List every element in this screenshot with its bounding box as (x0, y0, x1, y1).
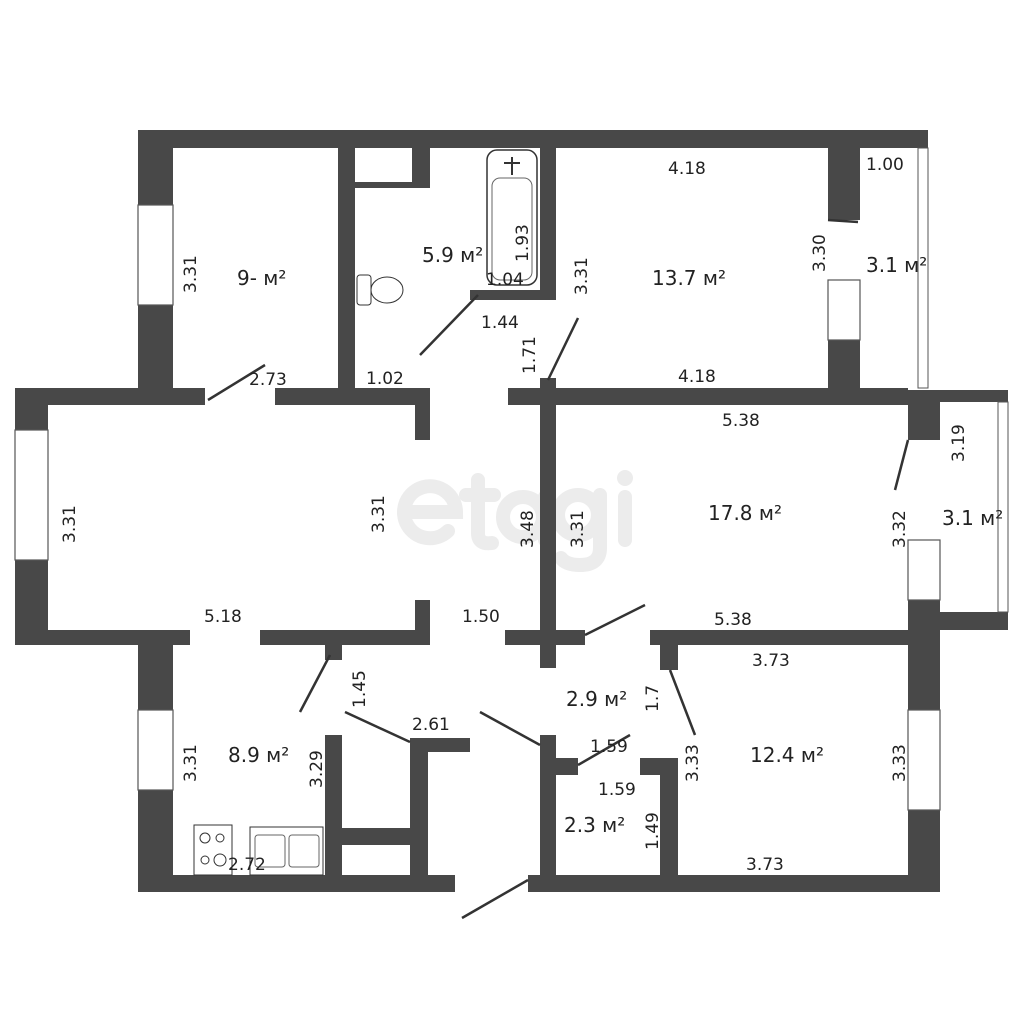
dimension-label: 2.61 (412, 715, 450, 735)
dimension-label: 1.02 (366, 369, 404, 389)
dimension-label: 1.04 (486, 270, 524, 290)
dimension-label: 5.38 (722, 411, 760, 431)
dimension-label: 1.59 (598, 780, 636, 800)
dimension-label: 3.31 (181, 744, 201, 782)
dimension-label: 3.32 (890, 510, 910, 548)
dimension-label: 5.18 (204, 607, 242, 627)
dimension-label: 1.00 (866, 155, 904, 175)
dimension-label: 1.71 (520, 336, 540, 374)
room-areas: 9- м² 5.9 м² 13.7 м² 3.1 м² 17.8 м² 3.1 … (228, 243, 1003, 837)
dimension-label: 3.48 (518, 510, 538, 548)
dimension-label: 1.49 (643, 812, 663, 850)
toilet-icon (356, 274, 404, 306)
sink-icon (249, 826, 324, 876)
dimension-label: 3.19 (949, 424, 969, 462)
dimensions: 3.31 2.73 1.02 1.93 1.04 1.44 1.71 3.31 … (60, 155, 969, 875)
dimension-label: 5.38 (714, 610, 752, 630)
stove-icon (193, 824, 233, 876)
dimension-label: 3.33 (683, 744, 703, 782)
dimension-label: 3.73 (752, 651, 790, 671)
dimension-label: 1.44 (481, 313, 519, 333)
room-area: 17.8 м² (708, 501, 782, 525)
dimension-label: 3.31 (60, 505, 80, 543)
room-area: 8.9 м² (228, 743, 289, 767)
room-area: 5.9 м² (422, 243, 483, 267)
dimension-label: 1.59 (590, 737, 628, 757)
room-area: 12.4 м² (750, 743, 824, 767)
windows (14, 204, 941, 811)
room-area: 3.1 м² (942, 506, 1003, 530)
dimension-label: 3.29 (307, 750, 327, 788)
dimension-label: 1.50 (462, 607, 500, 627)
dimension-label: 1.7 (643, 685, 663, 712)
fixtures (193, 149, 538, 876)
dimension-label: 3.31 (369, 495, 389, 533)
dimension-label: 3.30 (810, 234, 830, 272)
dimension-label: 4.18 (668, 159, 706, 179)
dimension-label: 3.31 (572, 257, 592, 295)
dimension-label: 3.33 (890, 744, 910, 782)
room-area: 2.3 м² (564, 813, 625, 837)
bathtub-icon (486, 149, 538, 286)
dimension-label: 4.18 (678, 367, 716, 387)
dimension-label: 1.45 (350, 670, 370, 708)
room-area: 2.9 м² (566, 687, 627, 711)
dimension-label: 1.93 (513, 224, 533, 262)
room-area: 13.7 м² (652, 266, 726, 290)
dimension-label: 3.31 (568, 510, 588, 548)
dimension-label: 3.31 (181, 255, 201, 293)
dimension-label: 2.73 (249, 370, 287, 390)
doors (207, 218, 910, 920)
dimension-label: 2.72 (228, 855, 266, 875)
room-area: 9- м² (237, 266, 286, 290)
dimension-label: 3.73 (746, 855, 784, 875)
room-area: 3.1 м² (866, 253, 927, 277)
